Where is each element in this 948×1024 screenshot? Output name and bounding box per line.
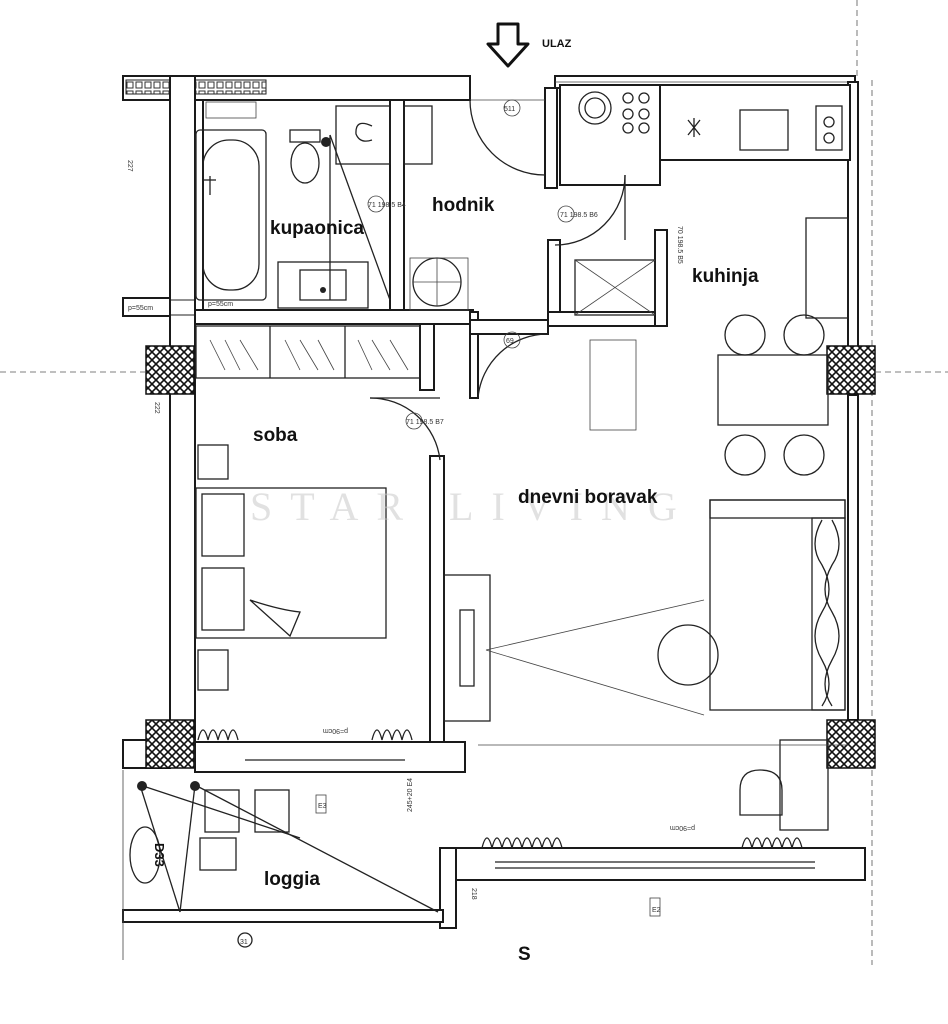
window-e3-label: E3 [318,803,327,810]
nightstand-bottom [197,649,229,691]
down-arrow-icon [486,22,530,68]
height-222-label: 222 [153,402,160,414]
dining-set [589,314,829,476]
armchair [739,769,783,816]
nightstand-top [197,444,229,480]
door-tag-b7: 71 198.5 B7 [406,419,444,426]
marker-69-label: 69 [506,338,514,345]
door-tag-b5: 70 198.5 B5 [676,226,683,264]
room-label-kupaonica: kupaonica [270,218,364,239]
coffee-table [657,624,719,686]
room-label-hodnik: hodnik [432,195,495,216]
room-label-loggia: loggia [264,869,320,890]
double-bed [195,487,387,639]
kitchen-hob [578,91,650,134]
kitchen-sink [739,109,789,151]
toilet [289,129,321,184]
boiler [335,105,391,165]
left-wall [169,75,196,747]
room-label-soba: soba [253,425,298,446]
column-d33-label: D33 [152,843,167,867]
kitchen-cabinet [805,217,849,319]
interior-walls [122,84,866,929]
radiator-soba [197,729,413,741]
room-label-dnevni-boravak: dnevni boravak [518,487,658,508]
column-right-upper [826,345,876,395]
entrance-label: ULAZ [542,38,572,50]
door-tag-b4: 71 198.5 B4 [368,202,406,209]
loggia-elements [129,781,439,948]
wardrobe [195,325,421,379]
radiator-living [481,837,803,849]
height-227-label: 227 [126,160,133,172]
marker-31-label: 31 [240,939,248,946]
orientation-label: S [518,944,531,965]
window-e2-label: E2 [652,907,661,914]
marker-511-label: 511 [504,106,515,113]
radiator-left-label: p=55cm [128,305,153,312]
column-left-upper [145,345,195,395]
bathtub [195,129,267,301]
column-right-lower [826,719,876,769]
hall-round-table [412,257,462,307]
tv-unit [443,574,705,722]
drain-icon [321,137,331,147]
window-e4-label: 245+20 E4 [407,778,414,812]
watermark-text: STAR LIVING [250,484,695,529]
washbasin [277,261,369,309]
right-wall-lower [847,394,859,721]
washing-machine [403,105,433,165]
door-swings [329,99,626,461]
fridge [574,259,656,316]
room-label-kuhinja: kuhinja [692,266,759,287]
column-left-lower [145,719,195,769]
radiator-soba-label: p=90cm [323,727,348,734]
radiator-bath-label: p=55cm [208,301,233,308]
height-218-label: 218 [470,888,477,900]
radiator-living-label: p=90cm [670,824,695,831]
door-tag-b6: 71 198.5 B6 [560,212,598,219]
sofa [709,499,846,711]
